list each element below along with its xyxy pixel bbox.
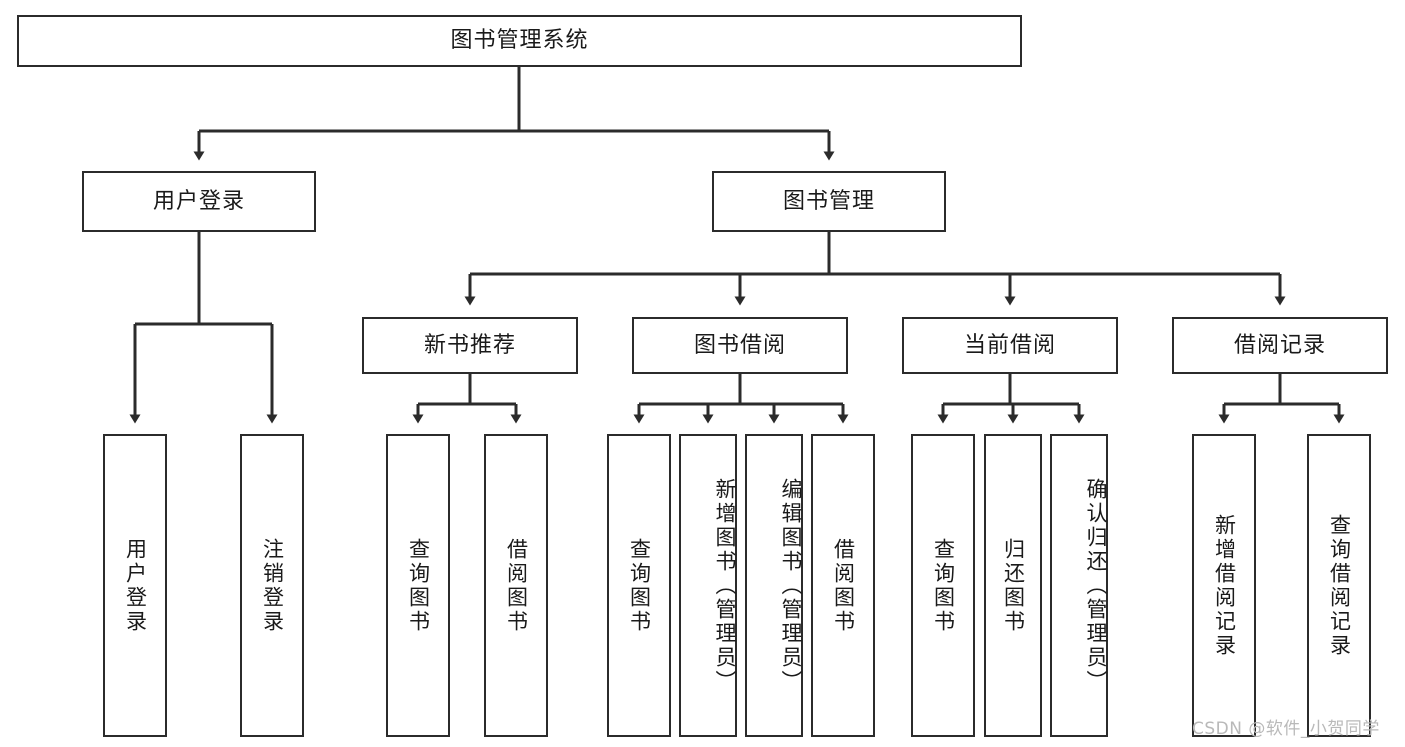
node-root[interactable]: 图书管理系统 — [17, 15, 1022, 67]
node-borrow-records-label: 借阅记录 — [1233, 332, 1326, 358]
node-new-book-recommend[interactable]: 新书推荐 — [362, 317, 578, 374]
node-leaf-borrow-book-label: 借阅图书 — [831, 537, 856, 634]
node-leaf-edit-book-admin-label: 编辑图书（管理员） — [779, 477, 803, 694]
node-leaf-user-login[interactable]: 用户登录 — [103, 434, 167, 737]
node-user-login[interactable]: 用户登录 — [82, 171, 316, 232]
node-book-borrow-label: 图书借阅 — [693, 332, 786, 358]
node-leaf-logout-label: 注销登录 — [260, 537, 285, 634]
node-leaf-add-borrow-record-label: 新增借阅记录 — [1212, 513, 1237, 658]
node-current-borrow[interactable]: 当前借阅 — [902, 317, 1118, 374]
node-leaf-add-book-admin[interactable]: 新增图书（管理员） — [679, 434, 737, 737]
node-leaf-query-borrow-record-label: 查询借阅记录 — [1327, 513, 1352, 658]
node-borrow-records[interactable]: 借阅记录 — [1172, 317, 1388, 374]
node-root-label: 图书管理系统 — [450, 28, 589, 53]
node-leaf-logout[interactable]: 注销登录 — [240, 434, 304, 737]
node-leaf-add-borrow-record[interactable]: 新增借阅记录 — [1192, 434, 1256, 737]
node-user-login-label: 用户登录 — [152, 188, 245, 214]
node-leaf-query-book-borrow[interactable]: 查询图书 — [607, 434, 671, 737]
node-leaf-user-login-label: 用户登录 — [123, 537, 148, 634]
node-book-management-label: 图书管理 — [782, 188, 875, 214]
node-current-borrow-label: 当前借阅 — [963, 332, 1056, 358]
node-leaf-query-book-new-label: 查询图书 — [406, 537, 431, 634]
node-leaf-confirm-return-admin[interactable]: 确认归还（管理员） — [1050, 434, 1108, 737]
node-leaf-query-book-current-label: 查询图书 — [931, 537, 956, 634]
node-new-book-recommend-label: 新书推荐 — [423, 332, 516, 358]
node-book-management[interactable]: 图书管理 — [712, 171, 946, 232]
node-leaf-edit-book-admin[interactable]: 编辑图书（管理员） — [745, 434, 803, 737]
node-book-borrow[interactable]: 图书借阅 — [632, 317, 848, 374]
node-leaf-return-book-label: 归还图书 — [1001, 537, 1026, 634]
node-leaf-return-book[interactable]: 归还图书 — [984, 434, 1042, 737]
node-leaf-confirm-return-admin-label: 确认归还（管理员） — [1084, 477, 1108, 694]
watermark-text: CSDN @软件_小贺同学 — [1192, 719, 1380, 739]
node-leaf-add-book-admin-label: 新增图书（管理员） — [713, 477, 737, 694]
node-leaf-query-book-new[interactable]: 查询图书 — [386, 434, 450, 737]
node-leaf-query-book-borrow-label: 查询图书 — [627, 537, 652, 634]
node-leaf-borrow-book-new-label: 借阅图书 — [504, 537, 529, 634]
node-leaf-query-borrow-record[interactable]: 查询借阅记录 — [1307, 434, 1371, 737]
node-leaf-borrow-book[interactable]: 借阅图书 — [811, 434, 875, 737]
node-leaf-borrow-book-new[interactable]: 借阅图书 — [484, 434, 548, 737]
node-leaf-query-book-current[interactable]: 查询图书 — [911, 434, 975, 737]
